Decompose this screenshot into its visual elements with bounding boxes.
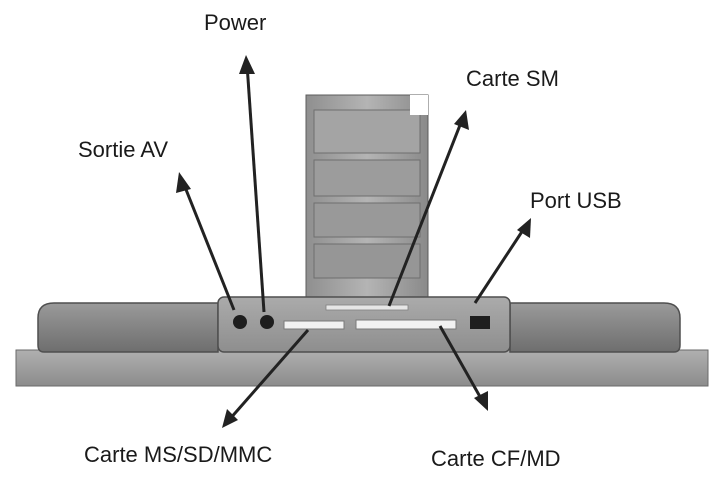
sm-card-slot <box>325 304 409 311</box>
base-plate <box>15 349 709 387</box>
sm-arrowhead <box>454 110 469 130</box>
ms-sd-mmc-slot <box>283 320 345 330</box>
power-arrow <box>245 63 266 313</box>
sortie-av-label: Sortie AV <box>78 137 169 162</box>
usb-arrowhead <box>517 218 531 238</box>
power-jack <box>260 315 274 329</box>
power-arrowhead <box>239 55 255 74</box>
left-wing <box>37 302 219 353</box>
carte-cf-md-label: Carte CF/MD <box>431 446 561 471</box>
device-stand <box>305 94 429 306</box>
callout-arrows <box>176 55 531 428</box>
ms-arrow <box>227 329 310 421</box>
usb-arrow <box>473 226 527 304</box>
sm-arrow <box>387 119 464 307</box>
av-arrowhead <box>176 172 191 193</box>
av-out-jack <box>233 315 247 329</box>
port-usb-label: Port USB <box>530 188 622 213</box>
cf-arrowhead <box>474 391 488 411</box>
usb-port <box>470 316 490 329</box>
power-label: Power <box>204 10 267 35</box>
carte-sm-label: Carte SM <box>466 66 559 91</box>
carte-ms-sd-mmc-label: Carte MS/SD/MMC <box>84 442 273 467</box>
cf-md-slot <box>355 319 457 330</box>
ms-arrowhead <box>222 409 238 428</box>
cf-arrow <box>438 325 485 403</box>
av-arrow <box>181 181 236 311</box>
right-wing <box>509 302 681 353</box>
